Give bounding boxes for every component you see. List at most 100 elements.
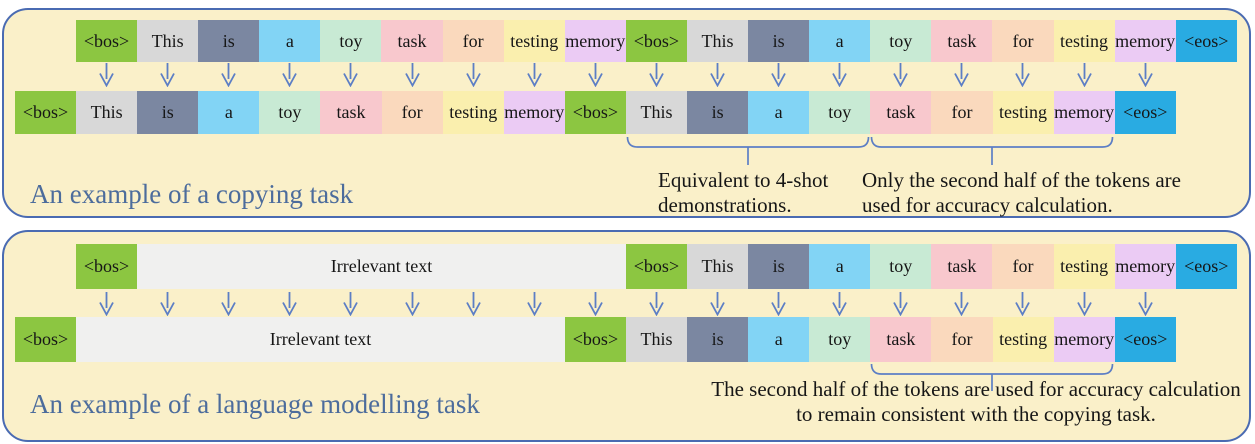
token-this: This bbox=[625, 91, 688, 134]
token-this: This bbox=[686, 244, 749, 289]
arrow-down-icon bbox=[1054, 63, 1115, 87]
four-shot-annotation: Equivalent to 4-shot demonstrations. bbox=[658, 168, 829, 217]
arrow-down-icon bbox=[626, 292, 687, 316]
token-is: is bbox=[687, 317, 749, 362]
token-bos: <bos> bbox=[625, 244, 687, 289]
token-bos: <bos> bbox=[15, 317, 77, 362]
token-is: is bbox=[137, 91, 199, 134]
token-task: task bbox=[870, 317, 932, 362]
token-a: a bbox=[259, 20, 321, 62]
arrow-down-icon bbox=[1115, 292, 1176, 316]
lm-arrows-row bbox=[76, 292, 1176, 316]
token-for: for bbox=[992, 244, 1054, 289]
token-for: for bbox=[992, 20, 1054, 62]
token-memory: memory bbox=[564, 20, 626, 62]
token-toy: toy bbox=[809, 91, 871, 134]
token-irrelevant-text: Irrelevant text bbox=[76, 317, 565, 362]
token-testing: testing bbox=[1053, 20, 1115, 62]
token-memory: memory bbox=[1053, 91, 1115, 134]
token-memory: memory bbox=[1114, 20, 1176, 62]
language-modelling-title: An example of a language modelling task bbox=[30, 389, 480, 419]
arrow-down-icon bbox=[565, 63, 626, 87]
arrow-down-icon bbox=[137, 292, 198, 316]
arrow-down-icon bbox=[687, 63, 748, 87]
arrow-down-icon bbox=[809, 63, 870, 87]
arrow-down-icon bbox=[76, 63, 137, 87]
token-a: a bbox=[809, 244, 871, 289]
token-toy: toy bbox=[870, 20, 932, 62]
token-testing: testing bbox=[503, 20, 565, 62]
token-testing: testing bbox=[992, 91, 1054, 134]
arrow-down-icon bbox=[198, 292, 259, 316]
arrow-down-icon bbox=[870, 63, 931, 87]
token-memory: memory bbox=[1053, 317, 1115, 362]
arrow-down-icon bbox=[443, 63, 504, 87]
four-shot-brace bbox=[626, 136, 870, 165]
token-eos: <eos> bbox=[1175, 20, 1237, 62]
token-for: for bbox=[381, 91, 443, 134]
arrow-down-icon bbox=[931, 63, 992, 87]
token-a: a bbox=[748, 91, 810, 134]
token-testing: testing bbox=[992, 317, 1054, 362]
arrow-down-icon bbox=[687, 292, 748, 316]
arrow-down-icon bbox=[748, 63, 809, 87]
token-testing: testing bbox=[1053, 244, 1115, 289]
token-eos: <eos> bbox=[1114, 317, 1176, 362]
token-task: task bbox=[931, 244, 993, 289]
token-bos: <bos> bbox=[564, 91, 626, 134]
token-irrelevant-text: Irrelevant text bbox=[137, 244, 626, 289]
token-memory: memory bbox=[503, 91, 565, 134]
token-memory: memory bbox=[1114, 244, 1176, 289]
arrow-down-icon bbox=[320, 63, 381, 87]
arrow-down-icon bbox=[259, 292, 320, 316]
arrow-down-icon bbox=[992, 292, 1053, 316]
token-task: task bbox=[870, 91, 932, 134]
token-toy: toy bbox=[870, 244, 932, 289]
arrow-down-icon bbox=[443, 292, 504, 316]
token-task: task bbox=[381, 20, 443, 62]
token-bos: <bos> bbox=[76, 20, 138, 62]
token-is: is bbox=[687, 91, 749, 134]
arrow-down-icon bbox=[1054, 292, 1115, 316]
token-is: is bbox=[748, 244, 810, 289]
accuracy-brace bbox=[870, 136, 1114, 165]
token-eos: <eos> bbox=[1114, 91, 1176, 134]
copying-arrows-row bbox=[76, 63, 1176, 87]
arrow-down-icon bbox=[992, 63, 1053, 87]
copying-task-title: An example of a copying task bbox=[30, 179, 354, 209]
token-a: a bbox=[748, 317, 810, 362]
arrow-down-icon bbox=[1115, 63, 1176, 87]
arrow-down-icon bbox=[626, 63, 687, 87]
token-bos: <bos> bbox=[564, 317, 626, 362]
token-this: This bbox=[137, 20, 199, 62]
token-bos: <bos> bbox=[625, 20, 687, 62]
arrow-down-icon bbox=[504, 63, 565, 87]
token-task: task bbox=[320, 91, 382, 134]
arrow-down-icon bbox=[504, 292, 565, 316]
accuracy-annotation: Only the second half of the tokens are u… bbox=[862, 168, 1181, 217]
token-this: This bbox=[686, 20, 749, 62]
arrow-down-icon bbox=[931, 292, 992, 316]
arrow-down-icon bbox=[198, 63, 259, 87]
token-a: a bbox=[809, 20, 871, 62]
arrow-down-icon bbox=[259, 63, 320, 87]
token-is: is bbox=[748, 20, 810, 62]
arrow-down-icon bbox=[748, 292, 809, 316]
token-is: is bbox=[198, 20, 260, 62]
token-a: a bbox=[198, 91, 260, 134]
token-for: for bbox=[931, 317, 993, 362]
arrow-down-icon bbox=[76, 292, 137, 316]
token-toy: toy bbox=[320, 20, 382, 62]
lm-accuracy-brace bbox=[870, 363, 1114, 391]
token-eos: <eos> bbox=[1175, 244, 1237, 289]
arrow-down-icon bbox=[870, 292, 931, 316]
arrow-down-icon bbox=[381, 292, 442, 316]
token-bos: <bos> bbox=[76, 244, 138, 289]
